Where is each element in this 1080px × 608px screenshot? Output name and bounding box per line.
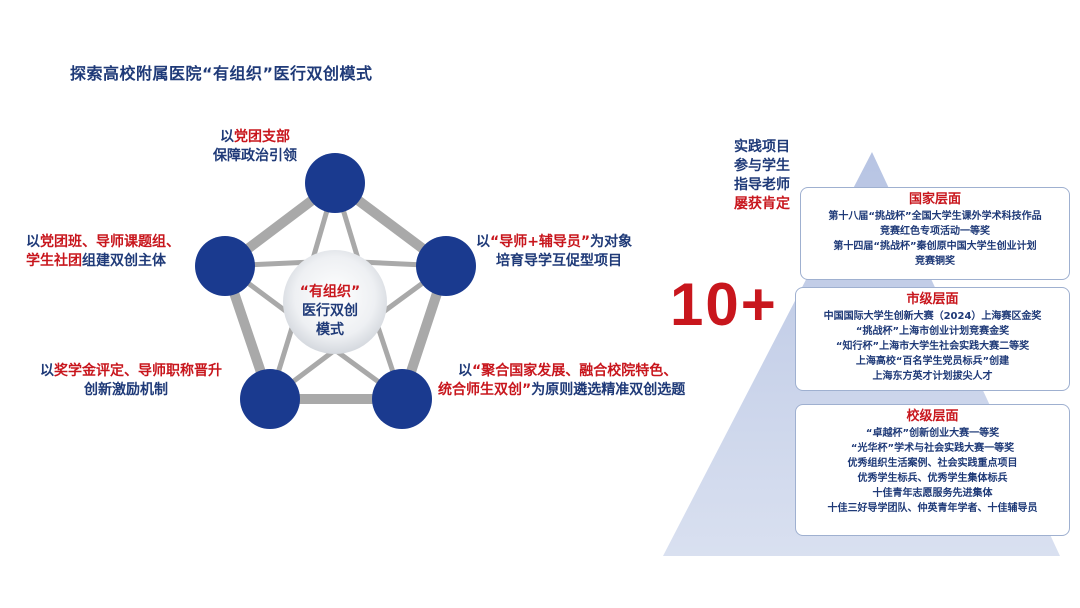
box-line: 上海东方英才计划拔尖人才 bbox=[872, 371, 993, 382]
box-line: 中国国际大学生创新大赛（2024）上海赛区金奖 bbox=[823, 311, 1042, 322]
box-line: 上海高校“百名学生党员标兵”创建 bbox=[855, 356, 1010, 367]
box-heading: 国家层面 bbox=[908, 192, 961, 207]
node-top bbox=[305, 153, 365, 213]
page-title: 探索高校附属医院“有组织”医行双创模式 bbox=[70, 64, 373, 83]
box-line: 竞赛红色专项活动一等奖 bbox=[880, 226, 990, 237]
label-bottom-left: 以奖学金评定、导师职称晋升 创新激励机制 bbox=[40, 363, 222, 398]
box-line: 十佳三好导学团队、仲英青年学者、十佳辅导员 bbox=[827, 503, 1038, 514]
node-right bbox=[416, 236, 476, 296]
side-label: 参与学生 bbox=[734, 158, 790, 174]
box-heading: 市级层面 bbox=[906, 292, 959, 307]
box-line: 第十四届“挑战杯”秦创原中国大学生创业计划 bbox=[833, 241, 1037, 252]
center-label: “有组织” 医行双创 模式 bbox=[299, 284, 361, 338]
box-line: 优秀组织生活案例、社会实践重点项目 bbox=[847, 458, 1018, 469]
box-line: 竞赛铜奖 bbox=[915, 256, 955, 267]
label-top: 以党团支部 保障政治引领 bbox=[213, 129, 297, 164]
box-line: “知行杯”上海市大学生社会实践大赛二等奖 bbox=[835, 341, 1030, 352]
side-label: 指导老师 bbox=[734, 177, 790, 193]
side-label-highlight: 屡获肯定 bbox=[734, 196, 790, 212]
node-left bbox=[195, 236, 255, 296]
box-line: “光华杯”学术与社会实践大赛一等奖 bbox=[850, 443, 1015, 454]
box-line: 第十八届“挑战杯”全国大学生课外学术科技作品 bbox=[828, 211, 1042, 222]
label-left: 以党团班、导师课题组、 学生社团组建双创主体 bbox=[26, 234, 180, 269]
city-level-box: 市级层面 中国国际大学生创新大赛（2024）上海赛区金奖 “挑战杯”上海市创业计… bbox=[795, 287, 1070, 391]
node-bottom-right bbox=[372, 369, 432, 429]
box-line: “挑战杯”上海市创业计划竞赛金奖 bbox=[855, 326, 1010, 337]
side-label: 实践项目 bbox=[734, 139, 790, 155]
national-level-box: 国家层面 第十八届“挑战杯”全国大学生课外学术科技作品 竞赛红色专项活动一等奖 … bbox=[800, 187, 1070, 280]
box-line: “卓越杯”创新创业大赛一等奖 bbox=[865, 428, 1000, 439]
box-heading: 校级层面 bbox=[906, 409, 959, 424]
big-number: 10+ bbox=[670, 271, 778, 338]
school-level-box: 校级层面 “卓越杯”创新创业大赛一等奖 “光华杯”学术与社会实践大赛一等奖 优秀… bbox=[795, 404, 1070, 536]
box-line: 优秀学生标兵、优秀学生集体标兵 bbox=[857, 473, 1008, 484]
label-bottom-right: 以“聚合国家发展、融合校院特色、 统合师生双创”为原则遴选精准双创选题 bbox=[438, 363, 686, 398]
center-circle bbox=[283, 250, 387, 354]
label-right: 以“导师+辅导员”为对象 培育导学互促型项目 bbox=[476, 234, 633, 269]
pyramid-side-labels: 实践项目 参与学生 指导老师 屡获肯定 bbox=[714, 138, 810, 214]
box-line: 十佳青年志愿服务先进集体 bbox=[872, 488, 993, 499]
node-bottom-left bbox=[240, 369, 300, 429]
